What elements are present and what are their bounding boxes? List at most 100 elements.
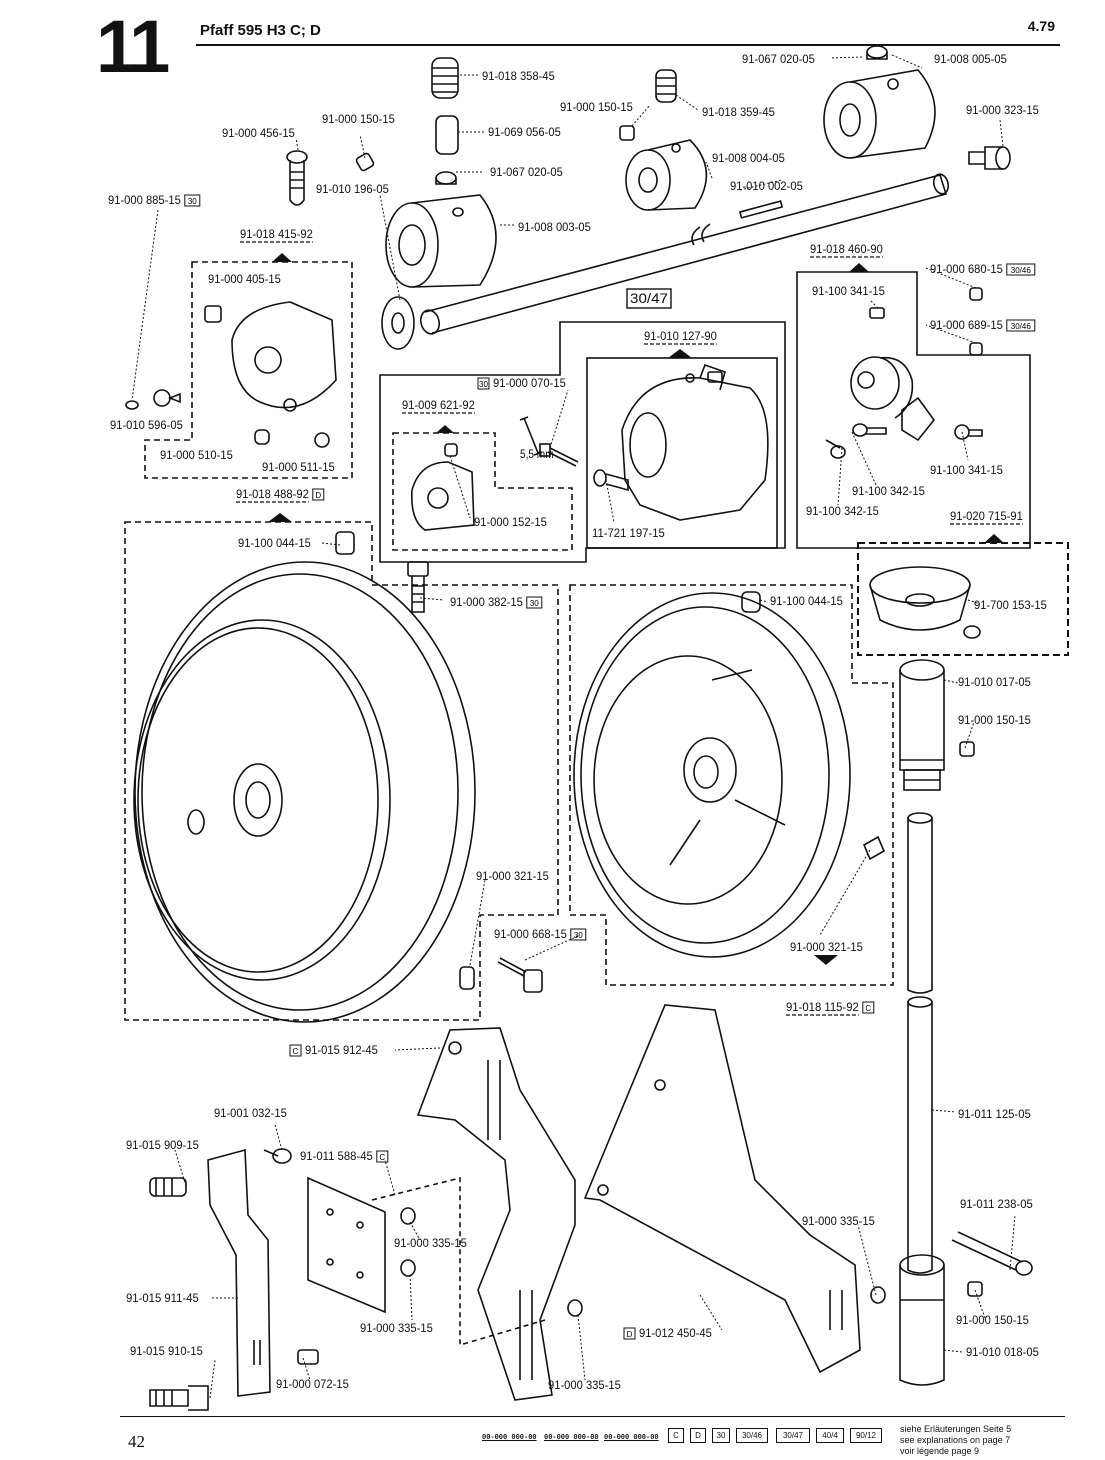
group-outline-91-020-715-91: [857, 542, 1069, 656]
cup-91-700-153-15: [869, 566, 981, 639]
label-code-box: 30: [188, 197, 197, 206]
arm-shaft-91-010-002-05: [419, 173, 950, 335]
part-label: 91-100 044-15: [770, 594, 843, 608]
part-label: 91-000 335-15: [394, 1236, 467, 1250]
part-number-text: 91-000 456-15: [222, 126, 295, 140]
plate-91-011-588-45: [307, 1176, 386, 1314]
screw-91-000-150-15-b: [355, 152, 375, 172]
label-code-box: 30: [530, 599, 539, 608]
part-number-text: 91-067 020-05: [490, 165, 563, 179]
part-number-text: 91-010 002-05: [730, 179, 803, 193]
part-number-text: 91-011 588-45: [300, 1149, 373, 1163]
screw-91-100-342-15-b: [825, 439, 846, 459]
part-label: 91-015 910-15: [130, 1344, 203, 1358]
part-number-text: 91-067 020-05: [742, 52, 815, 66]
part-number-text: 91-069 056-05: [488, 125, 561, 139]
part-number-text: 91-000 321-15: [790, 940, 863, 954]
screw-91-100-342-15: [852, 423, 887, 437]
part-label: 91-010 002-05: [730, 179, 803, 193]
part-label: 91-000 405-15: [208, 272, 281, 286]
label-code-box: C: [379, 1153, 385, 1162]
label-code-box: 30: [479, 380, 488, 389]
part-label: 91-018 415-92: [240, 227, 313, 243]
collar-91-009-621-92: [410, 443, 475, 531]
part-number-text: 91-100 341-15: [812, 284, 885, 298]
bushing-91-008-003-05: [385, 194, 497, 288]
header-rule: [196, 44, 1060, 46]
handwheel-left: [133, 561, 476, 1023]
part-label: 91-000 321-15: [476, 869, 549, 883]
part-label: 91-700 153-15: [974, 598, 1047, 612]
screw-91-000-456-15: [286, 150, 308, 206]
part-label: 11-721 197-15: [592, 526, 665, 540]
coupling-91-010-018-05: [899, 1254, 945, 1386]
collar-91-018-415-92: [204, 301, 337, 412]
part-number-text: 91-015 910-15: [130, 1344, 203, 1358]
label-code-box: C: [293, 1047, 299, 1056]
part-label: 91-000 885-15 30: [108, 193, 201, 207]
screw-91-000-335-15-d: [870, 1286, 886, 1304]
part-label: 91-000 152-15: [474, 515, 547, 529]
screw-91-018-359-45: [655, 69, 677, 103]
part-number-text: 91-010 596-05: [110, 418, 183, 432]
label-code-box: D: [315, 491, 321, 500]
part-number-text: 91-000 680-15: [930, 262, 1003, 276]
part-number-text: 91-008 004-05: [712, 151, 785, 165]
screw-91-000-335-15: [400, 1207, 416, 1225]
screw-91-000-070-15: [539, 443, 579, 467]
label-code-box: 30/46: [1011, 322, 1032, 331]
part-label: 91-000 150-15: [560, 100, 633, 114]
part-number-text: 91-100 341-15: [930, 463, 1003, 477]
part-label: 30 91-000 070-15: [477, 376, 566, 390]
part-number-text: 91-000 510-15: [160, 448, 233, 462]
page-title: Pfaff 595 H3 C; D: [200, 22, 321, 39]
part-label: 91-010 127-90: [644, 329, 717, 345]
pin-91-011-238-05: [951, 1231, 1033, 1276]
part-label: 91-011 125-05: [958, 1107, 1031, 1121]
part-label: 91-018 358-45: [482, 69, 555, 83]
screw-91-000-323-15: [968, 146, 1011, 170]
part-number-text: 91-018 488-92: [236, 487, 309, 501]
part-label: 91-100 044-15: [238, 536, 311, 550]
screw-91-000-150-15-c: [959, 741, 975, 757]
part-number-text: 91-010 018-05: [966, 1345, 1039, 1359]
legend-code-2: 00-000 000-00: [544, 1434, 599, 1442]
label-code-box: 30/46: [1011, 266, 1032, 275]
part-number-text: 91-010 196-05: [316, 182, 389, 196]
part-label: 91-010 017-05: [958, 675, 1031, 689]
part-number-text: 91-015 909-15: [126, 1138, 199, 1152]
part-number-text: 91-011 125-05: [958, 1107, 1031, 1121]
part-label: 91-000 335-15: [548, 1378, 621, 1392]
part-label: 91-010 196-05: [316, 182, 389, 196]
part-number-text: 91-000 072-15: [276, 1377, 349, 1391]
page-number: 42: [128, 1432, 145, 1451]
part-label: 91-000 456-15: [222, 126, 295, 140]
legend-box-30: 30: [712, 1428, 730, 1443]
part-number-text: 91-000 885-15: [108, 193, 181, 207]
bracket-91-015-912-45: [416, 1027, 576, 1401]
part-label: 91-011 588-45 C: [300, 1149, 389, 1163]
part-label: 30/47: [626, 288, 672, 309]
part-number-text: 91-000 070-15: [493, 376, 566, 390]
part-number-text: 91-100 044-15: [770, 594, 843, 608]
plug-91-067-020-05-b: [866, 45, 888, 60]
screw-91-100-044-15-b: [741, 591, 761, 613]
part-number-text: 91-010 017-05: [958, 675, 1031, 689]
part-label: 91-000 150-15: [956, 1313, 1029, 1327]
part-label: 91-015 909-15: [126, 1138, 199, 1152]
screw-91-000-689-15: [969, 342, 983, 356]
label-code-box: D: [627, 1330, 633, 1339]
part-number-text: 91-018 460-90: [810, 242, 883, 256]
screw-91-000-150-15: [619, 125, 635, 141]
revision-date: 4.79: [1027, 18, 1055, 34]
legend-box-30-46: 30/46: [736, 1428, 768, 1443]
part-label: 91-000 150-15: [322, 112, 395, 126]
part-label: 91-000 335-15: [360, 1321, 433, 1335]
screw-91-000-072-15: [297, 1349, 319, 1365]
screw-91-000-335-15-b: [400, 1259, 416, 1277]
screw-91-000-321-15-b: [862, 835, 886, 861]
part-number-text: 5,5 mm: [520, 447, 554, 461]
